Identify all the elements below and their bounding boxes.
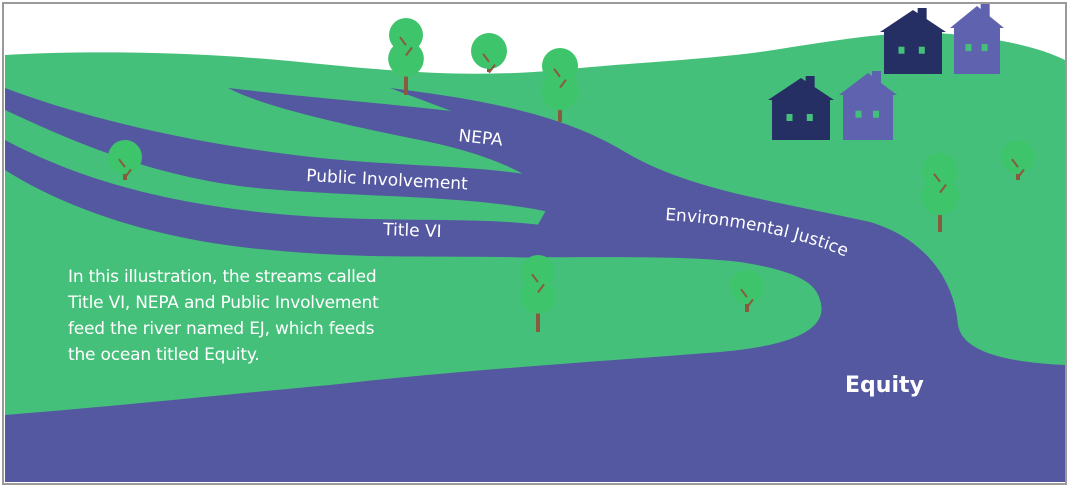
- tree-icon: [471, 33, 507, 74]
- nepa-stream: [228, 88, 626, 225]
- caption: In this illustration, the streams called…: [68, 264, 488, 368]
- tree-icon: [541, 48, 579, 122]
- caption-line: feed the river named EJ, which feeds: [68, 319, 375, 339]
- house-icon: [839, 71, 897, 140]
- title-vi-label: Title VI: [382, 220, 442, 242]
- tree-icon: [108, 140, 142, 180]
- house-icon: [950, 4, 1004, 74]
- tree-icon: [730, 270, 764, 312]
- equity-label: Equity: [845, 373, 924, 398]
- caption-line: Title VI, NEPA and Public Involvement: [68, 293, 379, 313]
- public-involvement-stream: [5, 88, 575, 218]
- nepa-label: NEPA: [457, 126, 503, 151]
- environmental-justice-river: [5, 88, 1065, 482]
- tree-icon: [1001, 140, 1035, 180]
- tree-icon: [520, 255, 556, 332]
- caption-line: In this illustration, the streams called: [68, 267, 377, 287]
- tree-icon: [388, 18, 424, 95]
- tree-icon: [921, 153, 959, 232]
- house-icon: [768, 76, 834, 140]
- house-icon: [880, 8, 946, 74]
- title-vi-stream: [5, 140, 560, 258]
- houses: [768, 4, 1004, 140]
- trees: [108, 18, 1035, 332]
- caption-line: the ocean titled Equity.: [68, 345, 260, 365]
